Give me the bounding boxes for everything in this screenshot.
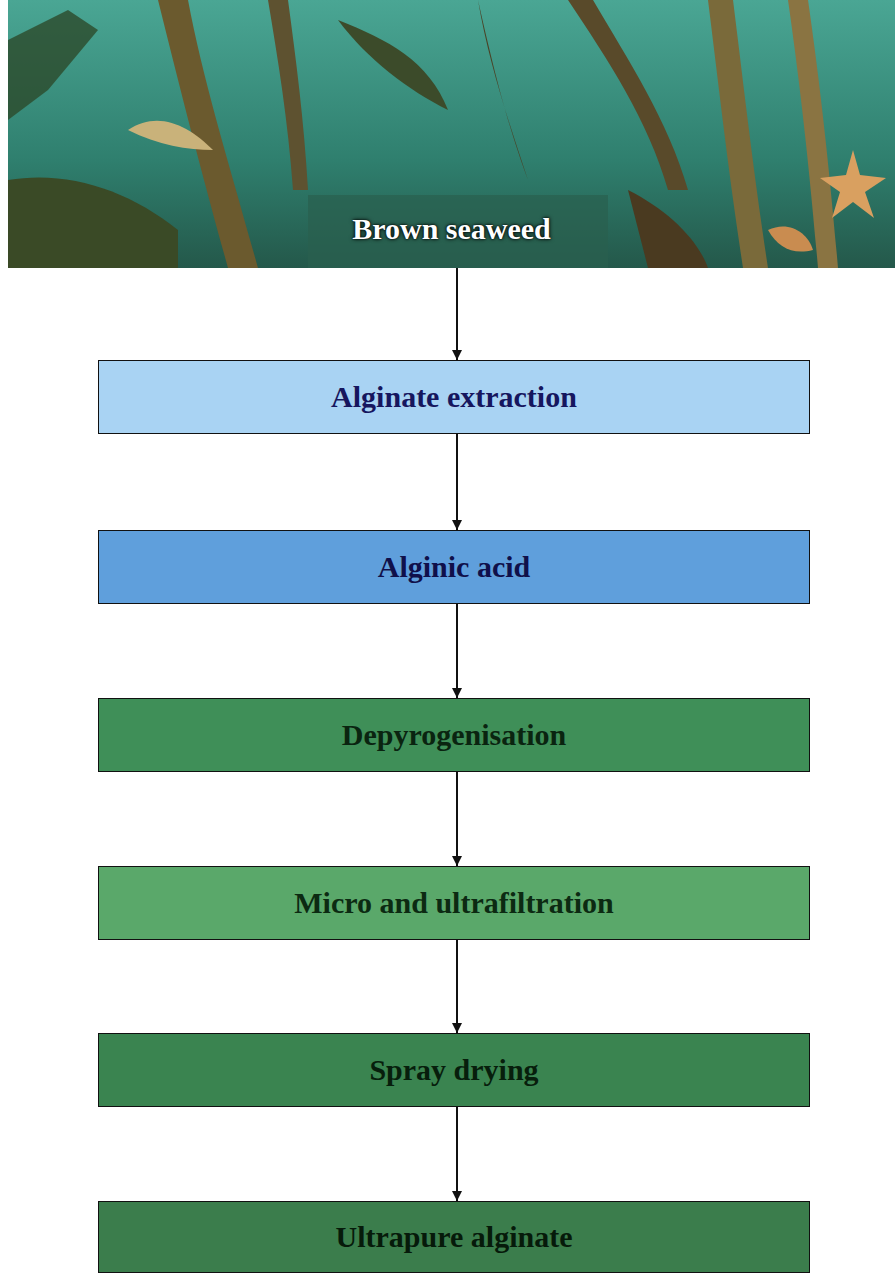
- box-label: Spray drying: [357, 1053, 550, 1088]
- box-label: Ultrapure alginate: [324, 1220, 585, 1255]
- process-box: Alginate extraction: [98, 360, 810, 434]
- process-box: Depyrogenisation: [98, 698, 810, 772]
- product-box: Ultrapure alginate: [98, 1201, 810, 1273]
- process-box: Micro and ultrafiltration: [98, 866, 810, 940]
- box-label: Alginate extraction: [319, 380, 589, 415]
- flow-arrow: [456, 772, 458, 866]
- flow-arrow: [456, 604, 458, 698]
- box-label: Alginic acid: [366, 550, 543, 585]
- flow-arrow: [456, 268, 458, 360]
- photo-caption: Brown seaweed: [340, 212, 563, 247]
- seaweed-photo-label: Brown seaweed: [8, 0, 895, 268]
- box-label: Depyrogenisation: [330, 718, 578, 753]
- process-box: Spray drying: [98, 1033, 810, 1107]
- product-box: Alginic acid: [98, 530, 810, 604]
- flow-arrow: [456, 940, 458, 1033]
- box-label: Micro and ultrafiltration: [282, 886, 625, 921]
- flow-arrow: [456, 434, 458, 530]
- flow-arrow: [456, 1107, 458, 1201]
